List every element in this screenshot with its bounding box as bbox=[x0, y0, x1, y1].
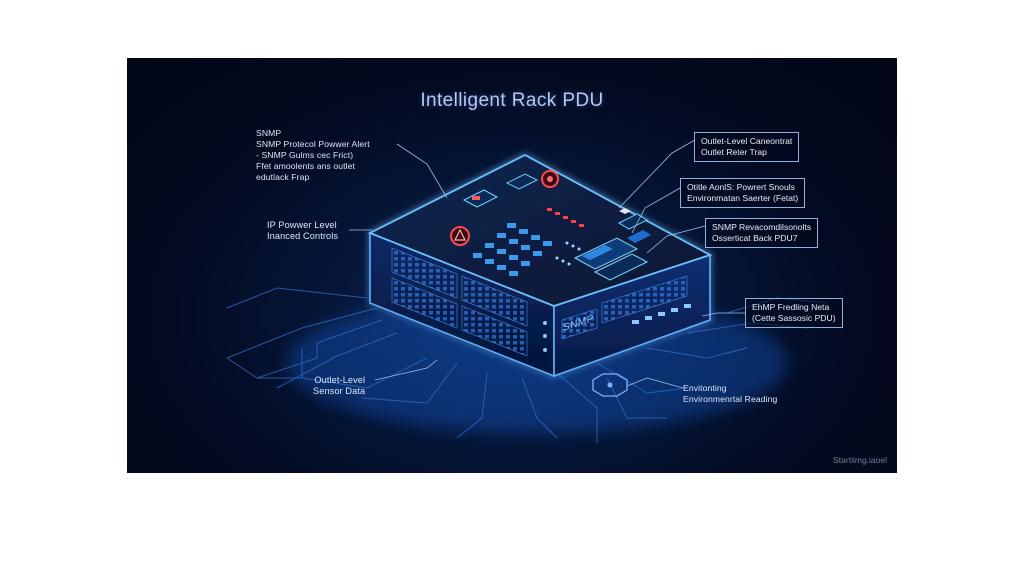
snmp-reva-line-1: SNMP Revacomdilsonolts bbox=[712, 222, 812, 232]
right-face-ports bbox=[632, 304, 691, 324]
snmp-alert-line-4: Ffet amoolents ans outlet bbox=[256, 161, 355, 171]
ehmp-box: EhMP Fredling Neta (Cette Sassosic PDU) bbox=[745, 298, 843, 328]
snmp-alert-line-1: SNMP bbox=[256, 128, 282, 138]
snmp-alert-line-3: - SNMP Gulms cec Frict) bbox=[256, 150, 354, 160]
snmp-alert-label: SNMP SNMP Protecol Powwer Alert - SNMP G… bbox=[256, 128, 370, 183]
watermark: Startiimg.iaoel bbox=[833, 455, 887, 465]
snmp-alert-line-2: SNMP Protecol Powwer Alert bbox=[256, 139, 370, 149]
outlet-level-box: Outlet-Level Caneontrat Outlet Reter Tra… bbox=[694, 132, 800, 162]
outlet-sensor-line-1: Outlet-Level bbox=[314, 375, 366, 385]
top-panel-components bbox=[450, 170, 651, 281]
otitle-line-2: Environmatan Saerter (Fetat) bbox=[687, 193, 799, 203]
environmental-line-1: Envitonting bbox=[683, 383, 727, 393]
outlet-level-line-2: Outlet Reter Trap bbox=[701, 147, 767, 157]
page-title: Intelligent Rack PDU bbox=[420, 90, 604, 111]
ehmp-line-2: (Cette Sassosic PDU) bbox=[752, 313, 836, 323]
ip-power-line-1: IP Powwer Level bbox=[267, 220, 337, 230]
environmental-line-2: Environmenrtal Reading bbox=[683, 394, 778, 404]
left-face-ports bbox=[543, 321, 547, 352]
outlet-sensor-line-2: Sensor Data bbox=[313, 386, 366, 396]
diagram-panel: Intelligent Rack PDU SNMP SNMP Protecol … bbox=[127, 58, 897, 473]
hex-connector-icon bbox=[592, 373, 628, 397]
right-vent-grille bbox=[561, 275, 688, 340]
snmp-reva-box: SNMP Revacomdilsonolts Osserticat Back P… bbox=[705, 218, 819, 248]
outlet-sensor-label: Outlet-Level Sensor Data bbox=[313, 375, 365, 397]
ip-power-line-2: Inanced Controls bbox=[267, 231, 339, 241]
snmp-reva-line-2: Osserticat Back PDU7 bbox=[712, 233, 798, 243]
callout-lines bbox=[349, 139, 745, 389]
left-vent-grille bbox=[391, 247, 528, 357]
otitle-box: Otitle AonlS: Powrert Snouls Environmata… bbox=[680, 178, 806, 208]
snmp-alert-line-5: edutlack Frap bbox=[256, 172, 310, 182]
connector-dot bbox=[607, 382, 613, 388]
pdu-illustration bbox=[226, 139, 828, 443]
outlet-level-line-1: Outlet-Level Caneontrat bbox=[701, 136, 793, 146]
otitle-line-1: Otitle AonlS: Powrert Snouls bbox=[687, 182, 795, 192]
ehmp-line-1: EhMP Fredling Neta bbox=[752, 302, 830, 312]
environmental-label: Envitonting Environmenrtal Reading bbox=[683, 383, 777, 405]
ip-power-label: IP Powwer Level Inanced Controls bbox=[267, 220, 338, 242]
